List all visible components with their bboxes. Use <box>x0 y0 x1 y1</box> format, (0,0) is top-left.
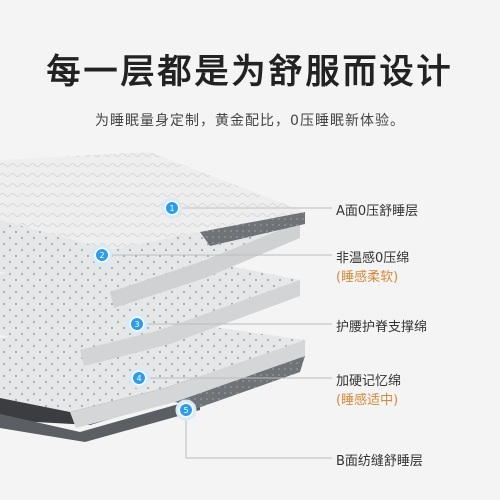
layer-3-label: 护腰护脊支撑绵 <box>336 320 428 335</box>
layer-1-label: A面0压舒睡层 <box>336 204 419 219</box>
layer-2-sublabel: (睡感柔软) <box>336 270 399 285</box>
headline: 每一层都是为舒服而设计 <box>46 52 454 92</box>
marker-5-number: 5 <box>183 406 188 415</box>
marker-1-number: 1 <box>169 204 174 213</box>
layer-4-label: 加硬记忆绵 <box>336 374 402 389</box>
marker-1: 1 <box>161 197 183 219</box>
subline: 为睡眠量身定制，黄金配比，0压睡眠新体验。 <box>95 113 405 129</box>
layer-2-label: 非温感0压绵 <box>336 251 410 266</box>
leader-line-5 <box>185 410 332 459</box>
leader-lines <box>102 207 332 459</box>
layer-1-top-quilted <box>0 152 305 250</box>
marker-4-number: 4 <box>136 374 141 383</box>
layer-4-sublabel: (睡感适中) <box>336 393 399 408</box>
marker-5: 5 <box>175 399 197 421</box>
marker-4: 4 <box>128 367 150 389</box>
marker-2-number: 2 <box>99 251 104 260</box>
layer-5-label: B面纺缝舒睡层 <box>336 454 423 469</box>
marker-3: 3 <box>126 313 148 335</box>
marker-2: 2 <box>91 244 113 266</box>
marker-3-number: 3 <box>134 320 139 329</box>
